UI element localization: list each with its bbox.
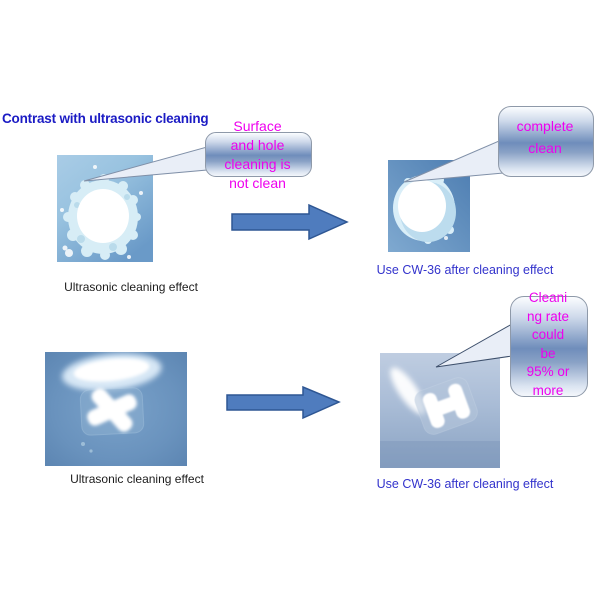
page-title: Contrast with ultrasonic cleaning [2, 111, 209, 126]
callout-complete-clean-text: complete clean [516, 118, 574, 156]
caption-row1-before: Ultrasonic cleaning effect [64, 280, 198, 294]
right-arrow-icon [226, 385, 341, 420]
caption-row2-before: Ultrasonic cleaning effect [70, 472, 204, 486]
caption-row2-after: Use CW-36 after cleaning effect [376, 477, 554, 491]
photo-before-cross-hole [45, 352, 187, 466]
callout-not-clean-text: Surface and hole cleaning is not clean [224, 118, 291, 191]
callout-cleaning-rate-bubble [510, 296, 588, 397]
right-arrow-icon [231, 203, 349, 241]
callout-not-clean-bubble [205, 132, 312, 177]
photo-after-cross-hole [380, 353, 500, 468]
photo-before-round-hole [57, 155, 153, 262]
photo-after-round-hole [388, 160, 470, 252]
callout-cleaning-rate-text: Cleani ng rate could be 95% or more [526, 290, 570, 398]
caption-row1-after: Use CW-36 after cleaning effect [376, 263, 554, 277]
